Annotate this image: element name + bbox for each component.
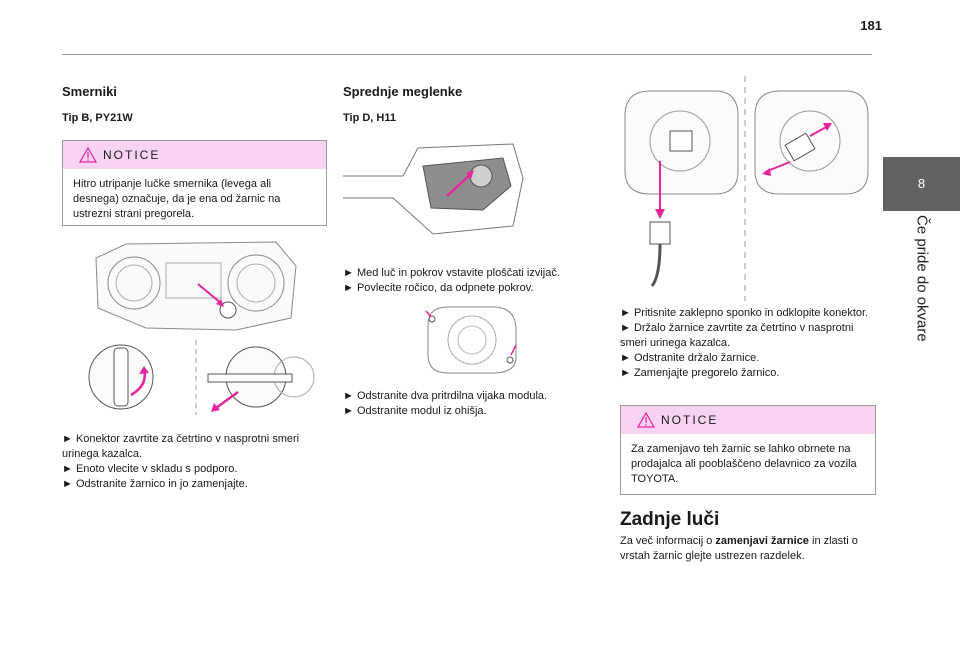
warning-icon <box>79 147 97 163</box>
page-number: 181 <box>860 18 882 33</box>
notice-text: Hitro utripanje lučke smernika (levega a… <box>73 178 281 220</box>
chapter-number[interactable]: 8 <box>883 157 960 211</box>
rear-lights-paragraph: Za več informacij o zamenjavi žarnice in… <box>620 534 880 564</box>
warning-icon <box>637 412 655 428</box>
fog-module-illustration <box>418 305 523 375</box>
step-item: ► Med luč in pokrov vstavite ploščati iz… <box>343 267 560 279</box>
heading-text: Sprednje meglenke <box>343 84 463 99</box>
section-title-rear-lights: Zadnje luči <box>620 509 720 530</box>
notice-box-toyota: NOTICE Za zamenjavo teh žarnic se lahko … <box>620 405 876 495</box>
chapter-title: Če pride do okvare <box>913 215 930 342</box>
connector-rotate-illustration <box>86 340 316 415</box>
para-text: Za več informacij o <box>620 535 716 547</box>
headlamp-illustration <box>86 238 306 334</box>
bulb-removal-illustration <box>620 76 870 301</box>
header-rule <box>62 54 872 55</box>
heading-text: Smerniki <box>62 84 117 99</box>
subheading-type: Tip B, PY21W <box>62 112 133 124</box>
notice-header: NOTICE <box>63 141 326 169</box>
step-item: ► Odstranite dva pritrdilna vijaka modul… <box>343 390 548 402</box>
step-item: ► Konektor zavrtite za četrtino v naspro… <box>62 433 300 460</box>
fog-cover-illustration <box>343 138 533 238</box>
steps-list-turn-signal: ► Konektor zavrtite za četrtino v naspro… <box>62 432 322 492</box>
bulb-replacement-link-text[interactable]: zamenjavi žarnice <box>715 535 809 547</box>
chapter-title-tab[interactable]: Če pride do okvare <box>883 215 960 375</box>
steps-list-bulb: ► Pritisnite zaklepno sponko in odklopit… <box>620 306 875 381</box>
subheading-type: Tip D, H11 <box>343 112 396 124</box>
step-item: ► Enoto vlecite v skladu s podporo. <box>62 463 238 475</box>
step-item: ► Držalo žarnice zavrtite za četrtino v … <box>620 322 854 349</box>
step-item: ► Odstranite žarnico in jo zamenjajte. <box>62 478 248 490</box>
steps-list-cover: ► Med luč in pokrov vstavite ploščati iz… <box>343 266 593 296</box>
step-item: ► Odstranite modul iz ohišja. <box>343 405 487 417</box>
notice-text: Za zamenjavo teh žarnic se lahko obrnete… <box>631 443 857 485</box>
para-text: in zlasti o vrstah žarnic glejte ustreze… <box>620 535 858 562</box>
step-item: ► Pritisnite zaklepno sponko in odklopit… <box>620 307 869 319</box>
notice-title: NOTICE <box>661 413 719 427</box>
section-heading-turn-signals: Smerniki <box>62 84 117 99</box>
notice-header: NOTICE <box>621 406 875 434</box>
step-item: ► Povlecite ročico, da odpnete pokrov. <box>343 282 534 294</box>
steps-list-module: ► Odstranite dva pritrdilna vijaka modul… <box>343 389 593 419</box>
section-heading-fog-lights: Sprednje meglenke <box>343 84 462 99</box>
step-item: ► Zamenjajte pregorelo žarnico. <box>620 367 780 379</box>
notice-title: NOTICE <box>103 148 161 162</box>
notice-box: NOTICE Hitro utripanje lučke smernika (l… <box>62 140 327 226</box>
step-item: ► Odstranite držalo žarnice. <box>620 352 760 364</box>
